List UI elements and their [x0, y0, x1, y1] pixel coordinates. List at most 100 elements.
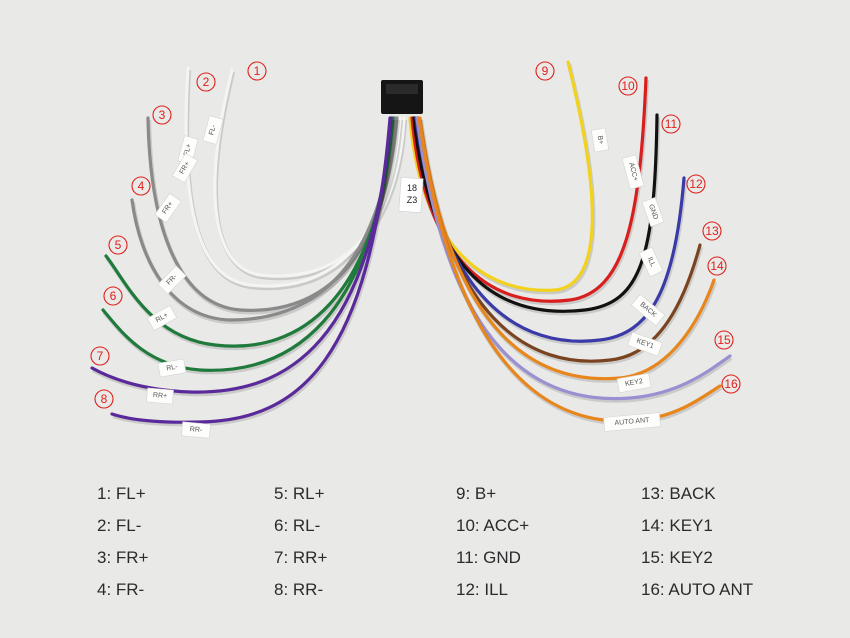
wire-15	[415, 116, 732, 401]
wire-tag-14: KEY1	[627, 331, 663, 357]
tag-label-bg	[616, 372, 652, 394]
number-circle	[90, 346, 110, 366]
wire-8	[110, 116, 392, 424]
number-circle	[702, 221, 722, 241]
number-label: 4	[138, 179, 145, 193]
number-circle	[535, 61, 555, 81]
number-label: 12	[689, 177, 703, 191]
wire-tag-5: FR-	[157, 265, 187, 295]
legend-item: 16: AUTO ANT	[641, 580, 754, 599]
number-label: 1	[254, 64, 261, 78]
tag-label: RR+	[153, 392, 168, 400]
legend-item: 4: FR-	[97, 580, 145, 599]
wire-1	[213, 68, 406, 278]
legend-item: 14: KEY1	[641, 516, 713, 535]
wire-shadow	[213, 71, 408, 281]
connector-label-line1: 18	[407, 183, 417, 193]
wire-tag-16: AUTO ANT	[603, 412, 661, 432]
tag-label-bg	[627, 331, 663, 357]
wire-4	[130, 116, 397, 322]
wire-tags: FL-FL+FR+FR+FR-RL+RL-RR+B+ACC+GNDILLBACK…	[146, 115, 666, 439]
legend-item: 11: GND	[456, 548, 521, 567]
tag-label-bg	[621, 154, 645, 190]
legend-item: 5: RL+	[274, 484, 325, 503]
legend-item: 6: RL-	[274, 516, 321, 535]
number-label: 16	[724, 377, 738, 391]
legend-item: 8: RR-	[274, 580, 324, 599]
wire-tag-10: ACC+	[621, 154, 645, 190]
legend-item: 13: BACK	[641, 484, 716, 503]
wire-tag-12: ILL	[638, 246, 664, 278]
number-circle	[661, 114, 681, 134]
number-circle	[707, 256, 727, 276]
number-circle	[152, 105, 172, 125]
wire-tag-11: GND	[641, 197, 665, 227]
tag-label-bg	[202, 115, 224, 145]
number-circle	[131, 176, 151, 196]
tag-label: ACC+	[627, 162, 639, 182]
number-label: 9	[542, 64, 549, 78]
number-label: 15	[717, 333, 731, 347]
tag-label-bg	[603, 412, 661, 432]
number-circle	[618, 76, 638, 96]
number-circle	[108, 235, 128, 255]
number-label: 10	[621, 79, 635, 93]
number-circle	[686, 174, 706, 194]
legend-item: 1: FL+	[97, 484, 146, 503]
wire-tag-4: FR+	[154, 192, 182, 224]
legend-item: 7: RR+	[274, 548, 328, 567]
tag-label-bg	[181, 421, 211, 439]
legend-item: 10: ACC+	[456, 516, 530, 535]
wire-10	[410, 76, 648, 303]
tag-label: KEY2	[625, 378, 644, 388]
wire-bundle	[90, 60, 733, 427]
legend-item: 12: ILL	[456, 580, 508, 599]
legend-item: 15: KEY2	[641, 548, 713, 567]
number-circle	[714, 330, 734, 350]
wire-shadow	[130, 119, 399, 325]
number-circle	[103, 286, 123, 306]
wire-tag-6: RL+	[146, 305, 178, 331]
tag-label-bg	[157, 265, 187, 295]
number-label: 14	[710, 259, 724, 273]
number-circle	[247, 61, 267, 81]
number-label: 3	[159, 108, 166, 122]
tag-label: ILL	[646, 256, 657, 268]
number-circle	[721, 374, 741, 394]
connector-label-line2: Z3	[407, 195, 418, 205]
wire-shadow	[102, 119, 396, 375]
tag-label: GND	[647, 203, 659, 220]
wire-11	[412, 113, 659, 313]
harness-illustration: 18 Z3 FL-FL+FR+FR+FR-RL+RL-RR+B+ACC+GNDI…	[90, 60, 741, 439]
tag-label: AUTO ANT	[614, 417, 650, 427]
number-label: 6	[110, 289, 117, 303]
number-circle	[196, 72, 216, 92]
legend-item: 2: FL-	[97, 516, 142, 535]
number-label: 13	[705, 224, 719, 238]
number-label: 11	[665, 117, 678, 131]
legend-item: 3: FR+	[97, 548, 149, 567]
harness-connector: 18 Z3	[381, 80, 424, 214]
tag-label: RR-	[189, 426, 203, 434]
pinout-legend: 1: FL+ 2: FL- 3: FR+ 4: FR- 5: RL+ 6: RL…	[97, 483, 841, 611]
tag-label-bg	[146, 305, 178, 331]
wire-tag-7: RL-	[157, 358, 187, 378]
tag-label: FL+	[183, 143, 193, 157]
wire-14	[418, 116, 716, 381]
wire-shadow	[408, 63, 596, 295]
legend-item: 9: B+	[456, 484, 497, 503]
tag-label-bg	[146, 387, 174, 405]
number-label: 5	[115, 238, 122, 252]
wire-7	[90, 116, 393, 394]
wire-tag-13: BACK	[630, 293, 666, 327]
tag-label: RL-	[166, 363, 179, 372]
number-label: 2	[203, 75, 210, 89]
number-label: 7	[97, 349, 104, 363]
wire-6	[101, 116, 394, 372]
wire-shadow	[412, 116, 661, 316]
tag-label-bg	[630, 293, 666, 327]
tag-label-bg	[638, 246, 664, 278]
number-circle	[94, 389, 114, 409]
